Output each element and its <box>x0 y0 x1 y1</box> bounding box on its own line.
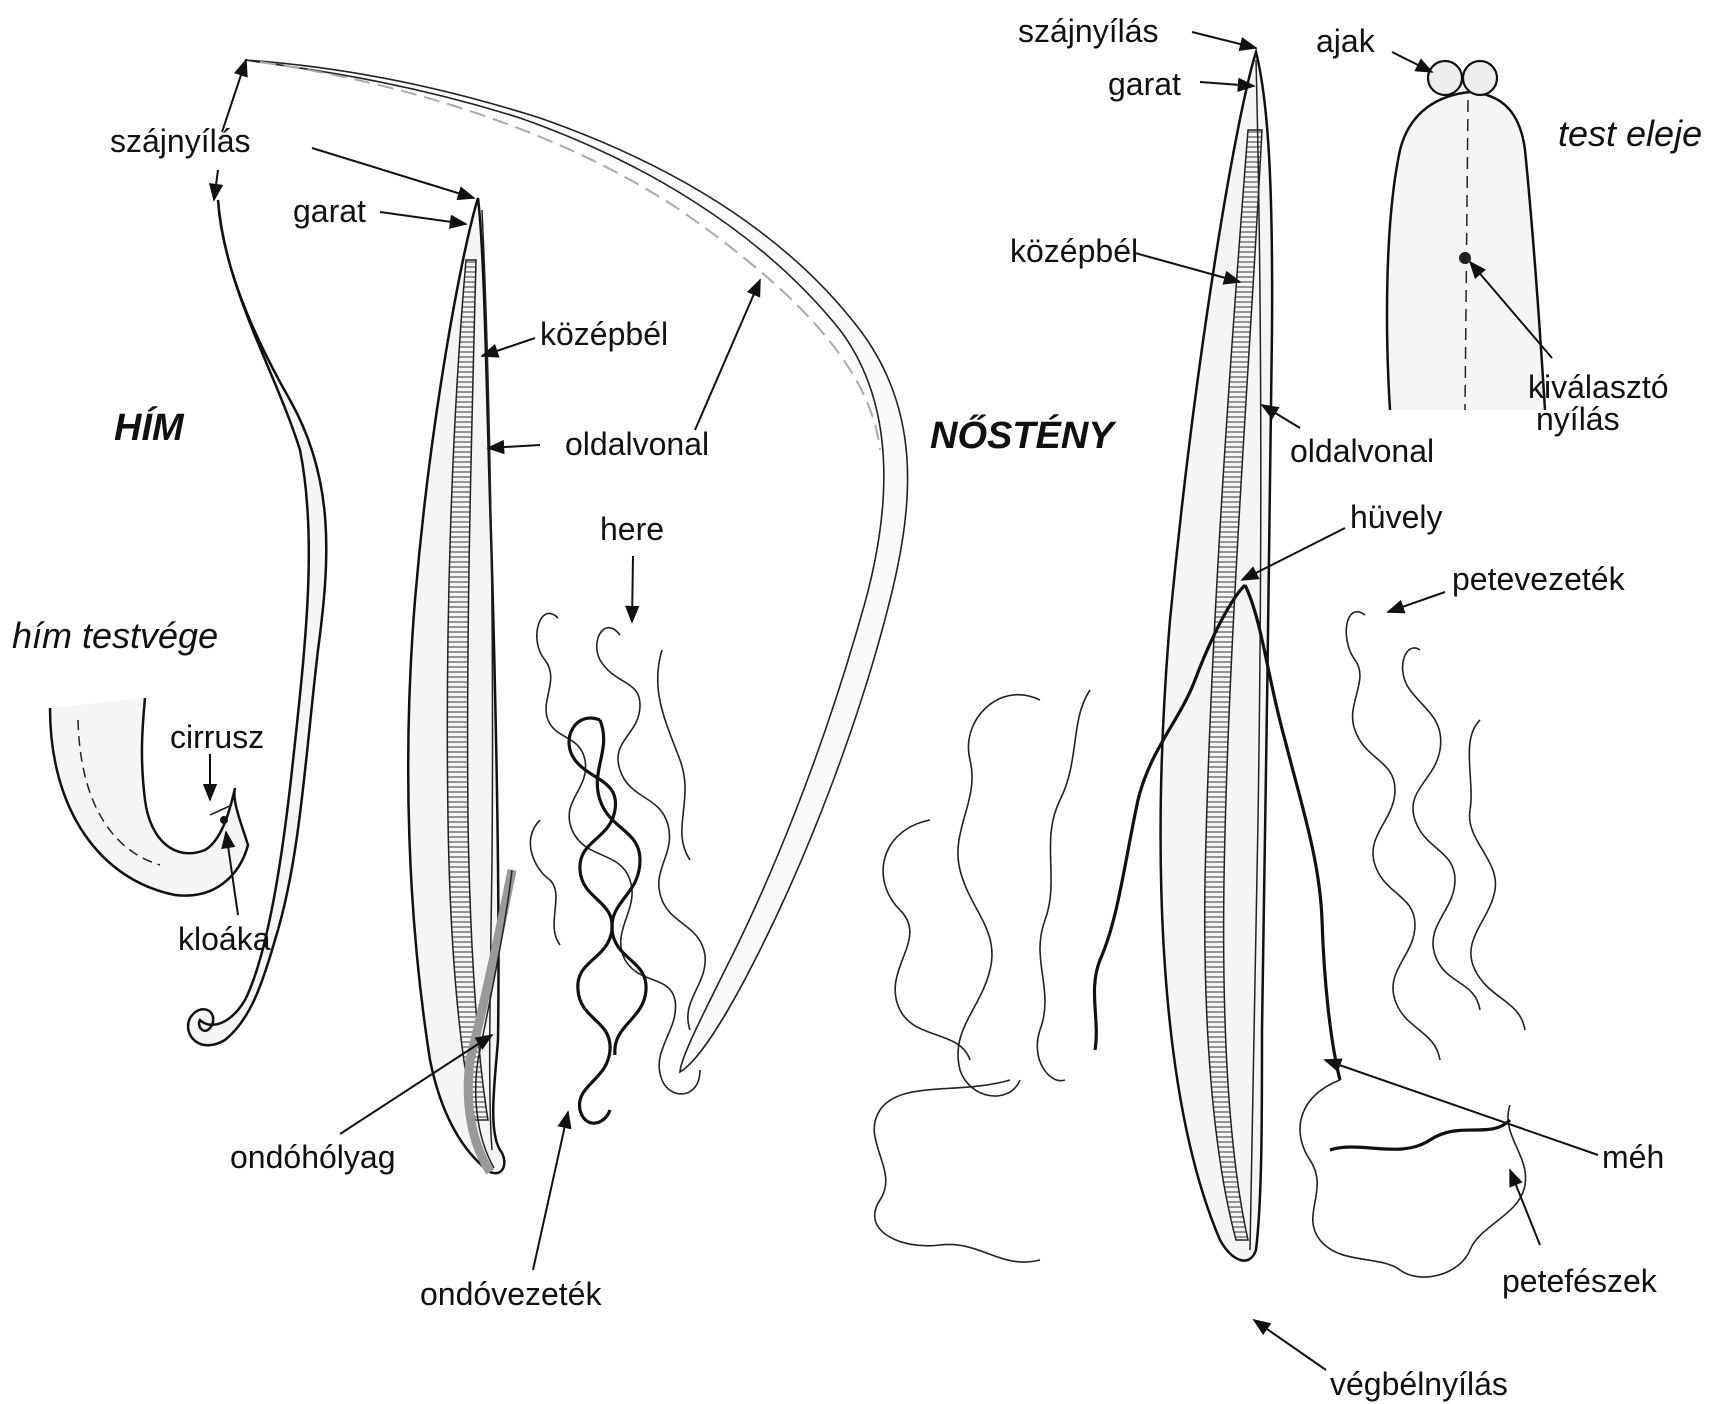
label-vagina: hüvely <box>1350 499 1443 535</box>
label-lateral-line-left: oldalvonal <box>565 426 709 462</box>
label-cirrus: cirrusz <box>170 719 264 755</box>
label-cloaca: kloáka <box>178 921 271 957</box>
title-female-head: test eleje <box>1558 113 1702 154</box>
female-labels: szájnyílás garat középbél oldalvonal aja… <box>1010 13 1669 1402</box>
label-midgut-left: középbél <box>540 316 668 352</box>
title-male: HÍM <box>114 405 185 449</box>
label-excretory-pore-2: nyílás <box>1536 401 1620 437</box>
label-uterus: méh <box>1602 1139 1664 1175</box>
label-oviduct: petevezeték <box>1452 561 1626 597</box>
label-mouth-left: szájnyílás <box>110 123 251 159</box>
title-male-tail: hím testvége <box>12 615 218 656</box>
label-excretory-pore-1: kiválasztó <box>1528 369 1669 405</box>
label-mouth-right: szájnyílás <box>1018 13 1159 49</box>
label-pharynx-right: garat <box>1108 66 1181 102</box>
label-anus: végbélnyílás <box>1330 1366 1508 1402</box>
female-dissected-body <box>1161 52 1272 1261</box>
label-midgut-right: középbél <box>1010 233 1138 269</box>
male-reproductive-coils <box>530 613 705 1123</box>
label-ovary: petefészek <box>1502 1263 1658 1299</box>
male-dissected-body <box>408 198 512 1173</box>
title-female: NŐSTÉNY <box>930 413 1117 457</box>
label-vas-deferens: ondóvezeték <box>420 1276 602 1312</box>
female-head-inset <box>1387 61 1545 410</box>
label-lateral-line-right: oldalvonal <box>1290 433 1434 469</box>
label-pharynx-left: garat <box>293 193 366 229</box>
label-seminal-vesicle: ondóhólyag <box>230 1139 395 1175</box>
label-lips: ajak <box>1316 23 1376 59</box>
label-testis: here <box>600 511 664 547</box>
